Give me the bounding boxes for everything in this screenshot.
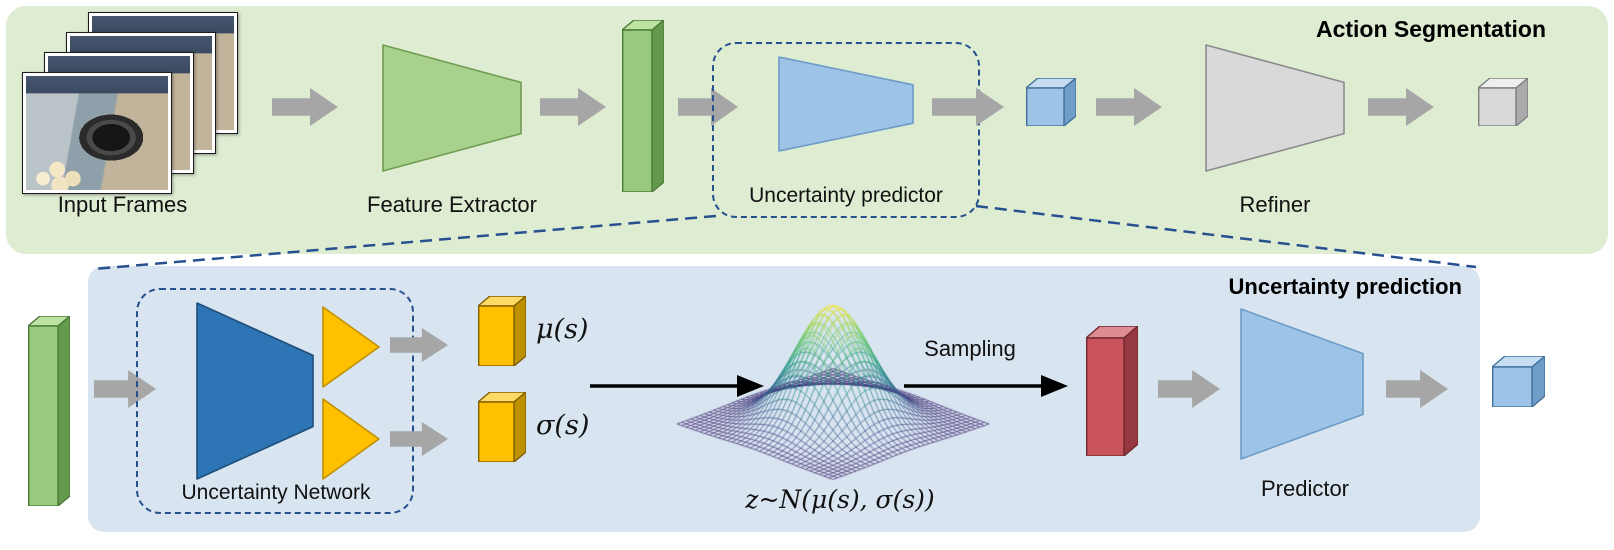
flow-arrow xyxy=(932,88,1004,126)
flow-arrow xyxy=(1386,370,1448,408)
sample-box-shape xyxy=(1086,326,1138,456)
feature-extractor-shape xyxy=(382,44,522,172)
uncertainty-cube-shape xyxy=(1026,78,1076,126)
flow-arrow xyxy=(272,88,338,126)
uncertainty-predictor-label: Uncertainty predictor xyxy=(749,184,943,207)
refiner-label: Refiner xyxy=(1239,192,1311,217)
sampling-arrow xyxy=(904,375,1068,397)
output-cube-shape xyxy=(1478,78,1528,126)
refiner-shape xyxy=(1205,44,1345,172)
input-frame-photo xyxy=(22,72,172,194)
uncertainty-predictor-dashed-box xyxy=(712,42,980,218)
feature-bar-shape xyxy=(622,20,664,192)
uncertainty-network-label: Uncertainty Network xyxy=(181,481,371,504)
top-panel-title: Action Segmentation xyxy=(1315,16,1546,42)
feature-bar-shape xyxy=(28,316,70,506)
predictor-shape xyxy=(1240,308,1364,460)
input-frames-stack xyxy=(22,12,244,204)
mu-head-triangle xyxy=(322,306,380,388)
mu-label: μ(s) xyxy=(536,314,589,345)
flow-arrow xyxy=(540,88,606,126)
bottom-panel-title: Uncertainty prediction xyxy=(1228,274,1462,299)
sampling-label: Sampling xyxy=(924,336,1016,361)
sigma-label: σ(s) xyxy=(536,410,590,441)
prediction-cube-shape xyxy=(1492,356,1545,407)
flow-arrow xyxy=(1158,370,1220,408)
feature-extractor-label: Feature Extractor xyxy=(367,192,537,217)
flow-arrow xyxy=(390,328,448,362)
flow-arrow xyxy=(390,422,448,456)
uncertainty-network-dashed-box xyxy=(136,288,414,514)
flow-arrow xyxy=(1096,88,1162,126)
uncertainty-predictor-shape xyxy=(778,56,914,152)
predictor-label: Predictor xyxy=(1260,476,1350,501)
flow-arrow xyxy=(1368,88,1434,126)
cooking-photo xyxy=(26,76,168,190)
sigma-head-triangle xyxy=(322,398,380,480)
mu-box-shape xyxy=(478,296,526,366)
uncertainty-network-shape xyxy=(196,302,314,480)
distribution-label: z~N(μ(s), σ(s)) xyxy=(745,485,935,514)
sigma-box-shape xyxy=(478,392,526,462)
flow-arrow xyxy=(678,88,738,126)
flow-arrow xyxy=(94,370,156,408)
input-frames-label: Input Frames xyxy=(57,192,188,217)
